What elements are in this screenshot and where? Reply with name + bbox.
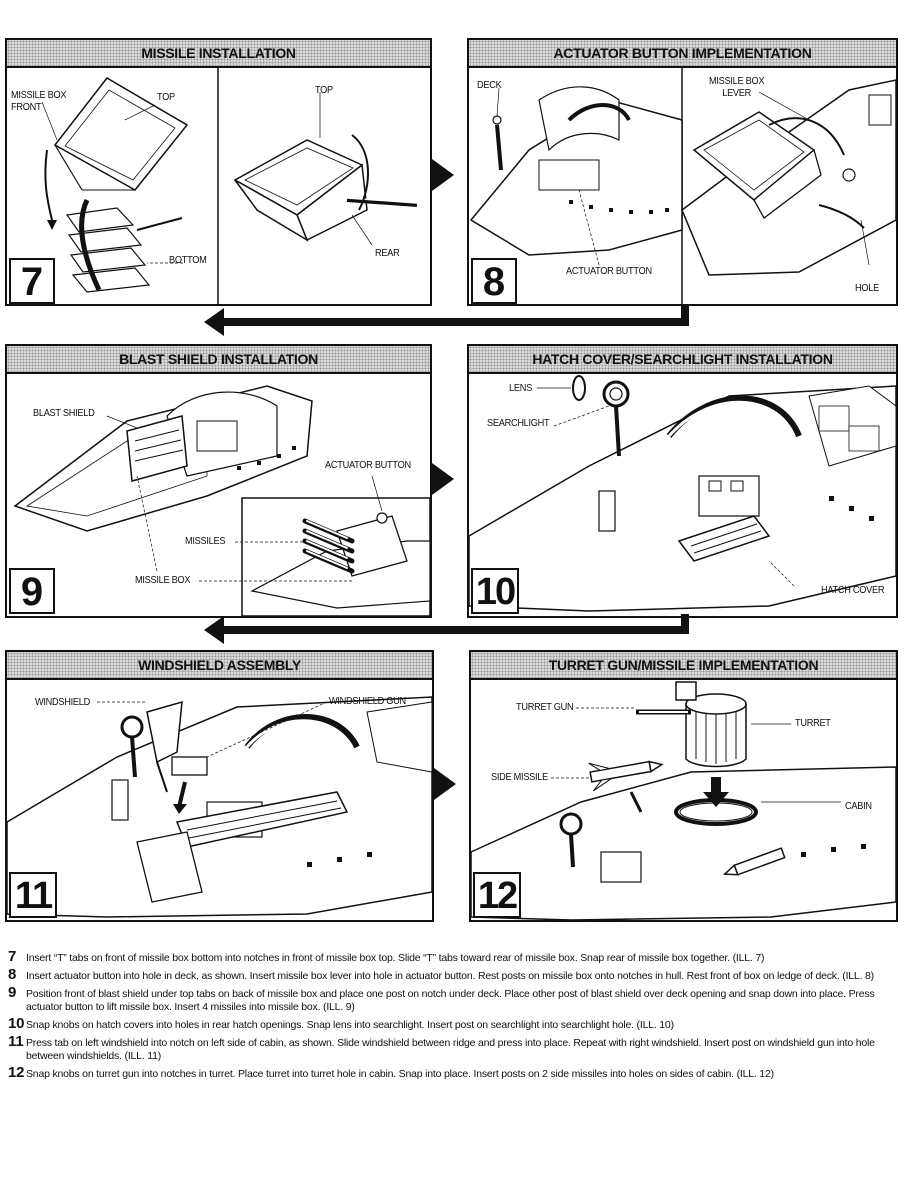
panel-title: TURRET GUN/MISSILE IMPLEMENTATION xyxy=(471,652,896,680)
instruction-number: 9 xyxy=(8,984,17,1001)
step-number: 12 xyxy=(473,872,521,918)
label-hole: HOLE xyxy=(855,283,879,294)
label-missiles: MISSILES xyxy=(185,536,226,547)
label-bottom: BOTTOM xyxy=(169,255,207,266)
panel-missile-installation: MISSILE INSTALLATION xyxy=(5,38,432,306)
label-rear: REAR xyxy=(375,248,400,259)
instruction-number: 8 xyxy=(8,966,17,983)
actuator-button-illustration xyxy=(469,68,897,304)
label-top: TOP xyxy=(157,92,175,103)
instruction-step-9: 9 Position front of blast shield under t… xyxy=(8,984,900,1014)
instruction-number: 10 xyxy=(8,1015,25,1032)
step-number: 10 xyxy=(471,568,519,614)
label-lens: LENS xyxy=(509,383,532,394)
instruction-text: Snap knobs on turret gun into notches in… xyxy=(26,1068,774,1080)
instruction-text: Insert “T” tabs on front of missile box … xyxy=(26,952,765,964)
label-missile-box: MISSILE BOX xyxy=(135,575,191,586)
instruction-step-7: 7 Insert “T” tabs on front of missile bo… xyxy=(8,948,900,965)
instruction-number: 11 xyxy=(8,1033,24,1050)
instruction-text: Press tab on left windshield into notch … xyxy=(26,1037,875,1062)
label-side-missile: SIDE MISSILE xyxy=(491,772,549,783)
step-number: 11 xyxy=(9,872,57,918)
label-actuator-button: ACTUATOR BUTTON xyxy=(566,266,652,277)
instruction-text: Insert actuator button into hole in deck… xyxy=(26,970,874,982)
flow-arrow-right xyxy=(432,463,454,495)
flow-arrow-connector xyxy=(204,306,689,336)
step-number: 7 xyxy=(9,258,55,304)
label-missile-box-front: MISSILE BOX FRONT xyxy=(11,90,67,113)
instruction-step-11: 11 Press tab on left windshield into not… xyxy=(8,1033,900,1063)
instruction-text: Position front of blast shield under top… xyxy=(26,988,875,1013)
panel-title: BLAST SHIELD INSTALLATION xyxy=(7,346,430,374)
instruction-list: 7 Insert “T” tabs on front of missile bo… xyxy=(8,948,900,1086)
panel-windshield-assembly: WINDSHIELD ASSEMBLY WINDSHIELD WINDSHIEL… xyxy=(5,650,434,922)
flow-arrow-right xyxy=(432,159,454,191)
label-turret-gun: TURRET GUN xyxy=(516,702,574,713)
label-cabin: CABIN xyxy=(845,801,872,812)
windshield-illustration xyxy=(6,696,433,918)
label-missile-box-lever: MISSILE BOX LEVER xyxy=(709,76,765,99)
panel-blast-shield: BLAST SHIELD INSTALLATION xyxy=(5,344,432,618)
panel-title: ACTUATOR BUTTON IMPLEMENTATION xyxy=(469,40,896,68)
panel-title: MISSILE INSTALLATION xyxy=(7,40,430,68)
step-number: 9 xyxy=(9,568,55,614)
instruction-number: 7 xyxy=(8,948,17,965)
flow-arrow-right xyxy=(434,768,456,800)
blast-shield-illustration xyxy=(13,385,431,617)
label-searchlight: SEARCHLIGHT xyxy=(487,418,550,429)
flow-arrow-connector xyxy=(204,614,689,644)
label-turret: TURRET xyxy=(795,718,831,729)
turret-illustration xyxy=(470,681,897,921)
missile-box-illustration xyxy=(41,68,418,304)
step-number: 8 xyxy=(471,258,517,304)
label-windshield-gun: WINDSHIELD GUN xyxy=(329,696,406,707)
panel-title: HATCH COVER/SEARCHLIGHT INSTALLATION xyxy=(469,346,896,374)
instruction-text: Snap knobs on hatch covers into holes in… xyxy=(26,1019,674,1031)
panel-title: WINDSHIELD ASSEMBLY xyxy=(7,652,432,680)
hatch-cover-illustration xyxy=(468,375,897,612)
panel-turret-gun-missile: TURRET GUN/MISSILE IMPLEMENTATION xyxy=(469,650,898,922)
instruction-step-8: 8 Insert actuator button into hole in de… xyxy=(8,966,900,983)
label-blast-shield: BLAST SHIELD xyxy=(33,408,95,419)
panel-actuator-button: ACTUATOR BUTTON IMPLEMENTATION xyxy=(467,38,898,306)
label-actuator-button: ACTUATOR BUTTON xyxy=(325,460,411,471)
panel-hatch-cover-searchlight: HATCH COVER/SEARCHLIGHT INSTALLATION LEN… xyxy=(467,344,898,618)
instruction-number: 12 xyxy=(8,1064,25,1081)
label-top: TOP xyxy=(315,85,333,96)
instruction-step-10: 10 Snap knobs on hatch covers into holes… xyxy=(8,1015,900,1032)
instruction-step-12: 12 Snap knobs on turret gun into notches… xyxy=(8,1064,900,1081)
label-deck: DECK xyxy=(477,80,502,91)
label-windshield: WINDSHIELD xyxy=(35,697,91,708)
label-hatch-cover: HATCH COVER xyxy=(821,585,885,596)
